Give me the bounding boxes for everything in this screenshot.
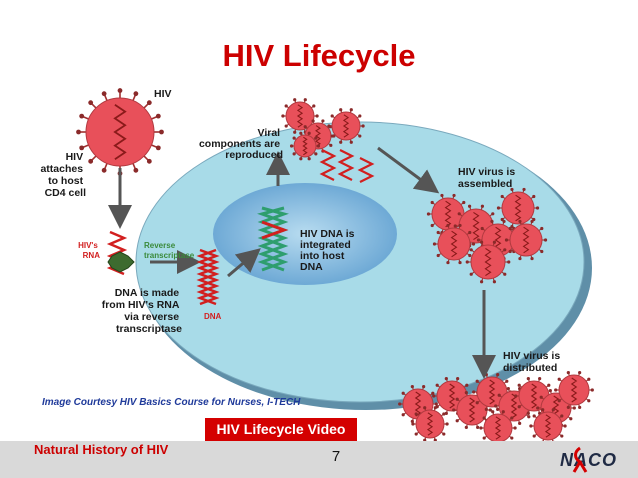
component-strand-3 [357, 157, 375, 183]
attach-label: HIV attaches to host CD4 cell [40, 151, 86, 199]
arrow-dna-to-nucleus [227, 248, 261, 278]
distributed-virus-11 [529, 408, 567, 444]
dna-made-label: DNA is made from HIV's RNA via reverse t… [102, 287, 182, 335]
dna-label: DNA [204, 312, 222, 321]
slide-title: HIV Lifecycle [222, 38, 416, 73]
image-courtesy: Image Courtesy HIV Basics Course for Nur… [42, 397, 301, 408]
arrow-components-to-assembly [377, 146, 440, 194]
rna-label: HIV's RNA [78, 241, 100, 260]
footer-title: Natural History of HIV [34, 442, 169, 457]
virus-label: HIV [154, 88, 172, 100]
distributed-virus-8 [554, 370, 594, 410]
virus-group [76, 88, 594, 446]
component-virus-3 [327, 108, 365, 144]
host-dna-strand-b [257, 206, 289, 272]
component-strand-2 [337, 149, 355, 181]
footer-bar [0, 441, 638, 478]
integrated-label: HIV DNA is integrated into host DNA [300, 228, 357, 273]
component-strand-1 [319, 149, 337, 181]
lifecycle-video-button[interactable]: HIV Lifecycle Video [205, 418, 357, 441]
assembled-label: HIV virus is assembled [458, 166, 518, 190]
page-number: 7 [331, 448, 341, 465]
components-label: Viral components are reproduced [199, 127, 283, 161]
rt-label: Reverse transcriptase [144, 241, 195, 260]
assembled-virus-7 [465, 240, 511, 284]
assembled-virus-4 [432, 223, 476, 265]
reverse-transcriptase-enzyme [107, 251, 135, 273]
assembled-virus-6 [504, 219, 548, 261]
distributed-label: HIV virus is distributed [503, 350, 563, 374]
naco-logo: NACO [560, 446, 630, 474]
integrated-hiv-dna [261, 220, 289, 240]
red-ribbon-icon [572, 446, 588, 473]
distributed-virus-9 [411, 406, 449, 442]
dna-strand-b [196, 248, 220, 306]
distributed-virus-4 [472, 372, 512, 412]
component-virus-4 [289, 131, 321, 161]
attaching-virus [76, 88, 164, 176]
